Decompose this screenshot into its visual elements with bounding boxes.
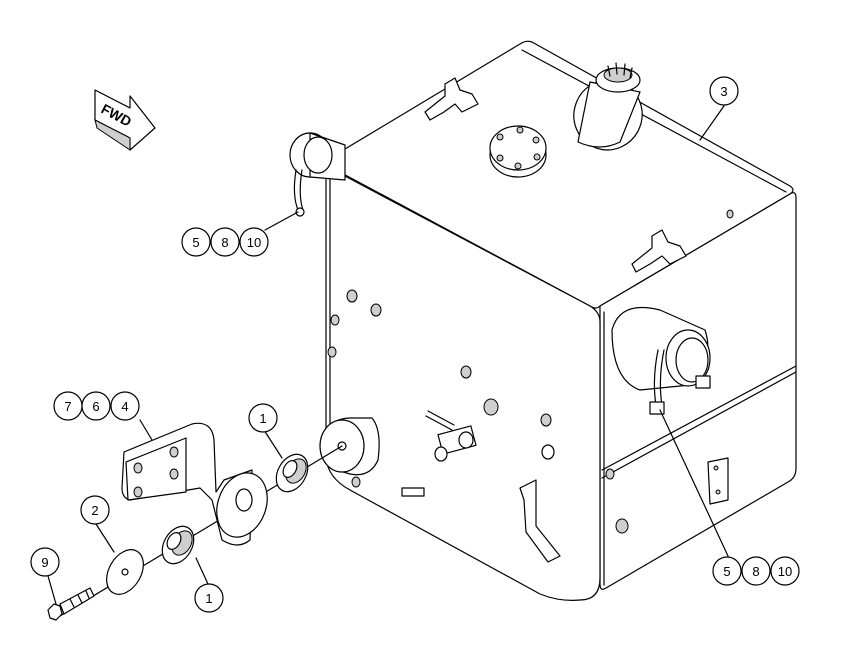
callout-4-text: 4 <box>121 399 128 414</box>
callout-9: 9 <box>30 547 60 577</box>
callout-8-text: 8 <box>221 235 228 250</box>
leader-lines <box>47 105 729 605</box>
callout-3-text: 3 <box>720 84 727 99</box>
front-face-bosses <box>327 209 734 534</box>
callout-2: 2 <box>80 495 110 525</box>
callout-group-bracket: 7 6 4 <box>53 391 140 421</box>
mount-hardware <box>47 422 343 621</box>
callout-10-text: 10 <box>247 235 261 250</box>
callout-9-text: 9 <box>41 555 48 570</box>
callout-1-upper: 1 <box>248 403 278 433</box>
callout-1a-text: 1 <box>259 411 266 426</box>
fuel-tank <box>289 40 797 601</box>
bolt <box>47 587 95 621</box>
drain-valve <box>425 410 477 462</box>
mount-bracket <box>121 422 268 546</box>
callout-1b-text: 1 <box>205 591 212 606</box>
callout-6-text: 6 <box>92 399 99 414</box>
callout-5b-text: 5 <box>723 564 730 579</box>
callout-8b-text: 8 <box>752 564 759 579</box>
callout-7-text: 7 <box>64 399 71 414</box>
fwd-arrow-icon: FWD <box>94 89 156 151</box>
callouts: 3 5 8 10 7 6 4 1 2 9 <box>30 76 800 613</box>
callout-10b-text: 10 <box>778 564 792 579</box>
isolator-lower <box>161 525 195 565</box>
callout-3: 3 <box>709 76 739 106</box>
callout-group-upper-left: 5 8 10 <box>181 227 269 257</box>
callout-5-text: 5 <box>192 235 199 250</box>
callout-group-lower-right: 5 8 10 <box>712 556 800 586</box>
isolator-upper <box>275 453 309 493</box>
callout-2-text: 2 <box>91 503 98 518</box>
callout-1-lower: 1 <box>194 583 224 613</box>
